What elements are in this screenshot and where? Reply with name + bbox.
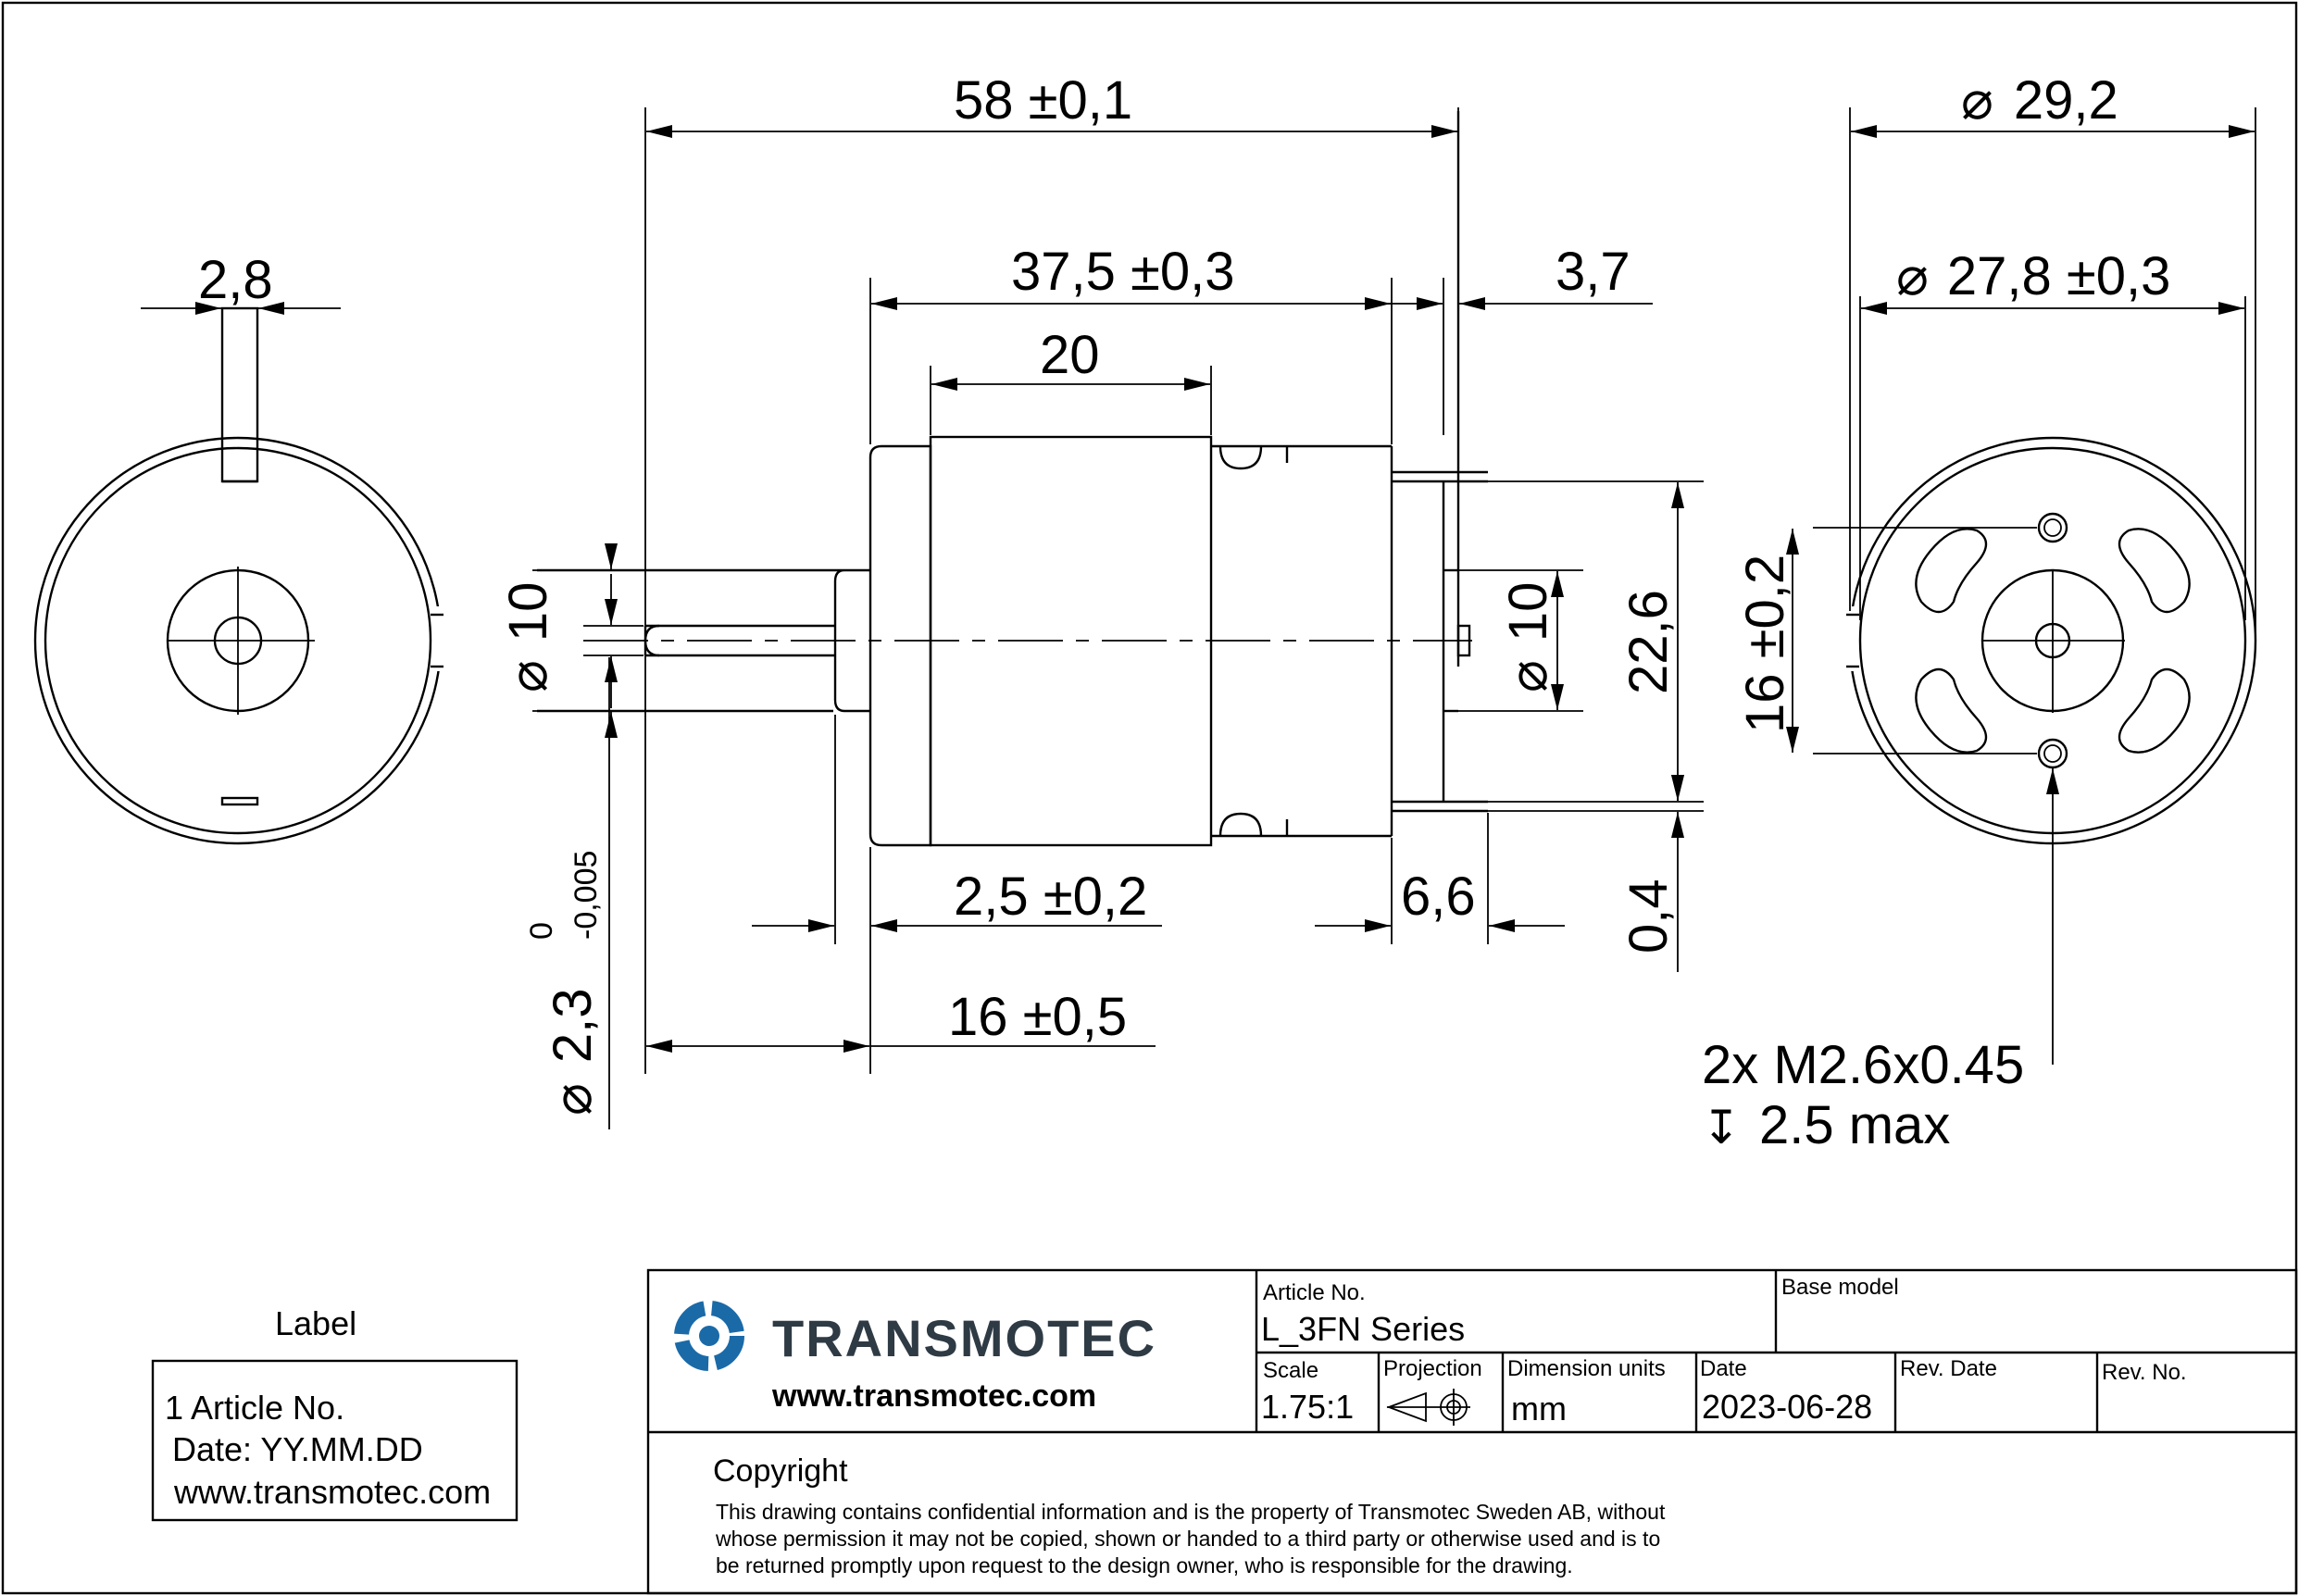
dimension-units-label: Dimension units	[1507, 1356, 1666, 1381]
date-label: Date	[1700, 1356, 1747, 1381]
front-end-view: 2,8	[33, 250, 448, 845]
dim-inner-dia: ⌀27,8 ±0,3	[1896, 246, 2170, 306]
side-view-dimensions: 58 ±0,1 37,5 ±0,3 3,7 20 ⌀10 ⌀1	[498, 70, 1704, 1129]
rev-no-label: Rev. No.	[2102, 1360, 2187, 1385]
dim-front-boss-dia: ⌀10	[498, 582, 558, 692]
title-block: TRANSMOTEC www.transmotec.com Article No…	[646, 1268, 2298, 1595]
article-no-value: L_3FN Series	[1261, 1310, 1465, 1348]
label-title: Label	[275, 1304, 356, 1342]
company-name: TRANSMOTEC	[772, 1309, 1156, 1367]
dim-overall-length: 58 ±0,1	[954, 70, 1132, 131]
dim-flange-height: 22,6	[1618, 590, 1679, 694]
date-value: 2023-06-28	[1702, 1388, 1872, 1426]
thread-note-line2: 2.5 max	[1759, 1095, 1950, 1155]
dimension-units-value: mm	[1511, 1390, 1567, 1428]
thread-depth-icon: ↧	[1702, 1102, 1741, 1153]
dim-rear-step: 6,6	[1401, 867, 1476, 927]
dim-outer-dia: ⌀29,2	[1961, 70, 2118, 131]
scale-value: 1.75:1	[1261, 1388, 1354, 1426]
dim-shaft-tol-lower: -0,005	[569, 851, 604, 940]
label-line-2: Date: YY.MM.DD	[172, 1430, 423, 1468]
copyright-title: Copyright	[713, 1453, 848, 1489]
base-model-label: Base model	[1781, 1275, 1899, 1300]
dim-can-length: 20	[1040, 325, 1100, 385]
dim-body-length: 37,5 ±0,3	[1011, 242, 1234, 302]
article-no-label: Article No.	[1263, 1280, 1366, 1305]
rev-date-label: Rev. Date	[1900, 1356, 1997, 1381]
transmotec-logo: TRANSMOTEC	[674, 1301, 1156, 1371]
dim-terminal-thickness: 0,4	[1618, 879, 1679, 954]
side-view	[537, 111, 1488, 847]
label-line-3: www.transmotec.com	[173, 1473, 491, 1511]
dim-shaft-dia: ⌀2,3	[543, 988, 603, 1116]
dim-rear-flange: 3,7	[1556, 242, 1631, 302]
thread-note-line1: 2x M2.6x0.45	[1702, 1035, 2024, 1095]
company-website: www.transmotec.com	[771, 1378, 1096, 1414]
dim-rear-boss-dia: ⌀10	[1498, 582, 1558, 692]
projection-symbol-icon	[1386, 1389, 1470, 1426]
label-box: Label 1 Article No. Date: YY.MM.DD www.t…	[151, 1304, 519, 1522]
dim-shaft-length: 16 ±0,5	[948, 987, 1127, 1047]
rear-end-view: ⌀29,2 ⌀27,8 ±0,3 16 ±0,2 2x M2.6x0.45 ↧ …	[1702, 70, 2257, 1155]
copyright-line-1: This drawing contains confidential infor…	[716, 1500, 1666, 1524]
dim-hole-spacing: 16 ±0,2	[1735, 555, 1795, 733]
projection-label: Projection	[1383, 1356, 1482, 1381]
copyright-line-3: be returned promptly upon request to the…	[716, 1553, 1573, 1577]
dim-slot-width: 2,8	[198, 250, 273, 310]
copyright-line-2: whose permission it may not be copied, s…	[715, 1527, 1660, 1551]
label-line-1: 1 Article No.	[165, 1389, 344, 1427]
scale-label: Scale	[1263, 1358, 1318, 1383]
dim-front-step: 2,5 ±0,2	[954, 867, 1147, 927]
dim-shaft-tol-upper: 0	[524, 922, 559, 940]
